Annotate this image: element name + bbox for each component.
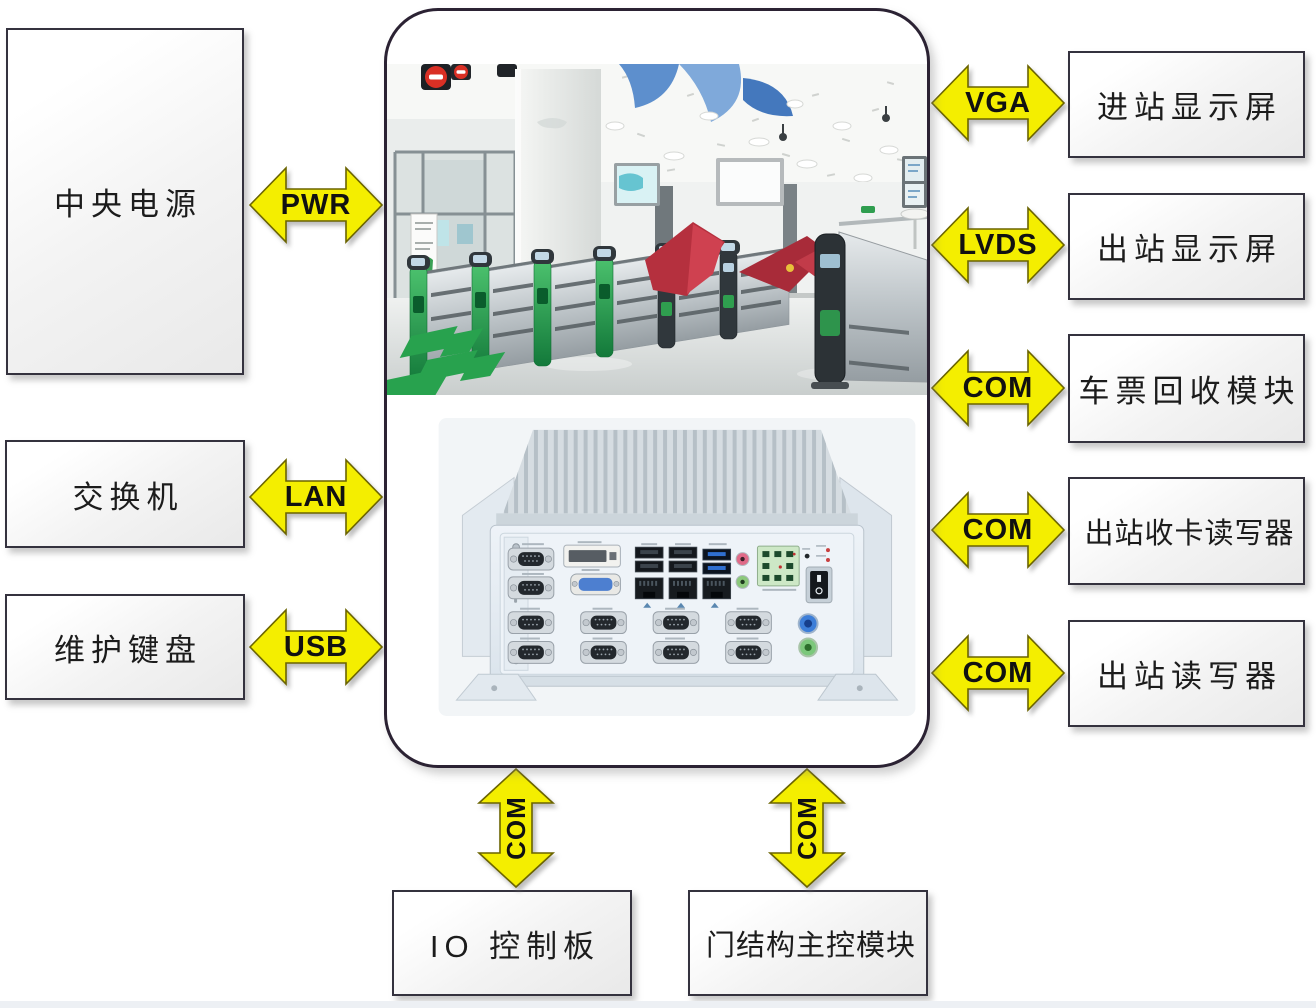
connector-label: COM [962, 513, 1034, 546]
node-maintenance-keyboard: 维护键盘 [5, 594, 245, 700]
node-label: 出站读写器 [1097, 659, 1282, 694]
bottom-edge-strip [0, 1001, 1316, 1008]
connector-label: LVDS [958, 228, 1038, 261]
connector-label: LAN [284, 480, 348, 513]
node-ticket-recycle-module: 车票回收模块 [1068, 334, 1305, 443]
node-entry-display: 进站显示屏 [1068, 51, 1305, 158]
node-door-main-control-module: 门结构主控模块 [688, 890, 928, 996]
bidirectional-arrow-icon [930, 64, 1066, 142]
fanless-industrial-computer-photo [438, 418, 916, 716]
node-exit-card-collect-reader: 出站收卡读写器 [1068, 477, 1305, 585]
connector-label: COM [791, 796, 822, 860]
node-exit-display: 出站显示屏 [1068, 193, 1305, 300]
arrow-vga: VGA [930, 58, 1066, 148]
bidirectional-arrow-icon [248, 166, 384, 244]
arrow-com-io-board: COM [471, 767, 561, 889]
node-io-control-board: IO 控制板 [392, 890, 632, 996]
arrow-usb: USB [248, 602, 384, 692]
bidirectional-arrow-icon [248, 608, 384, 686]
connector-label: COM [962, 656, 1034, 689]
connector-label: USB [283, 630, 349, 663]
arrow-lvds: LVDS [930, 200, 1066, 290]
connector-label: COM [500, 796, 531, 860]
connector-label: PWR [280, 188, 352, 221]
node-exit-reader: 出站读写器 [1068, 620, 1305, 727]
connector-label: VGA [965, 86, 1031, 119]
bidirectional-arrow-icon [930, 206, 1066, 284]
arrow-com-card-collect: COM [930, 485, 1066, 575]
arrow-com-door-module: COM [762, 767, 852, 889]
node-label: 车票回收模块 [1078, 374, 1301, 409]
arrow-com-exit-reader: COM [930, 628, 1066, 718]
node-label: IO 控制板 [429, 928, 601, 964]
bidirectional-arrow-icon [930, 634, 1066, 712]
arrow-pwr: PWR [248, 160, 384, 250]
node-switch: 交换机 [5, 440, 245, 548]
arrow-lan: LAN [248, 452, 384, 542]
bidirectional-arrow-icon [930, 349, 1066, 427]
node-label: 中央电源 [54, 187, 202, 222]
subway-station-fare-gates-photo [387, 64, 927, 395]
node-label: 交换机 [72, 479, 184, 515]
bidirectional-arrow-icon [248, 458, 384, 536]
node-label: 出站收卡读写器 [1084, 518, 1295, 550]
node-label: 进站显示屏 [1097, 90, 1282, 125]
gate-controller-panel [384, 8, 930, 768]
bidirectional-arrow-icon [930, 491, 1066, 569]
arrow-com-ticket: COM [930, 343, 1066, 433]
node-label: 维护键盘 [54, 632, 202, 668]
node-label: 出站显示屏 [1097, 232, 1282, 267]
bidirectional-arrow-icon [476, 767, 556, 889]
node-central-power: 中央电源 [6, 28, 244, 375]
floor-arrows [387, 326, 506, 395]
bidirectional-arrow-icon [767, 767, 847, 889]
node-label: 门结构主控模块 [705, 930, 916, 962]
connector-label: COM [962, 371, 1034, 404]
right-gate [811, 231, 927, 389]
